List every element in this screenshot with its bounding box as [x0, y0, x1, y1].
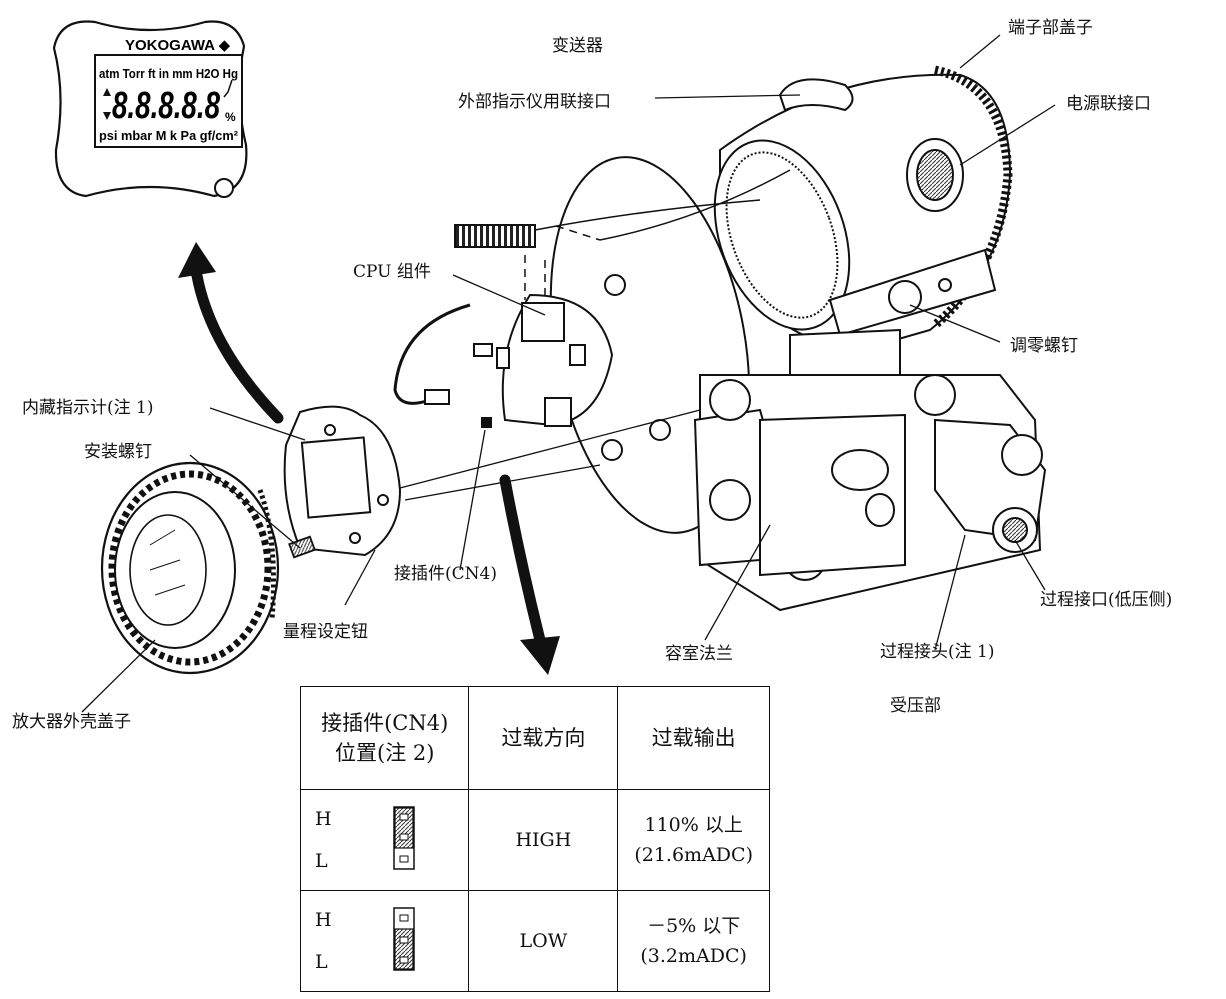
label-transmitter: 变送器 — [552, 36, 603, 56]
arrow-up-icon — [178, 242, 284, 424]
direction-cell: HIGH — [468, 789, 619, 891]
label-external-indicator-port: 外部指示仪用联接口 — [458, 92, 611, 112]
display-brand: YOKOGAWA ◆ — [125, 37, 231, 54]
lcd-arrows-icon — [103, 79, 233, 120]
leader-lines — [81, 34, 1056, 713]
label-power-port: 电源联接口 — [1066, 94, 1151, 114]
indicator-bezel-icon — [283, 405, 402, 557]
position-cell: H L — [299, 890, 470, 992]
header-direction: 过载方向 — [468, 686, 619, 790]
mounting-screw-icon — [288, 535, 316, 559]
position-l: L — [315, 850, 328, 872]
jumper-icon — [393, 907, 415, 971]
lcd-indicator-icon — [52, 20, 248, 198]
transmitter-body-icon — [549, 65, 1047, 612]
direction-cell: LOW — [468, 890, 619, 992]
table-row: H L HIGH 110% 以上 (21.6mADC) — [299, 789, 770, 891]
output-line-2: (3.2mADC) — [640, 945, 747, 967]
display-units-top: atm Torr ft in mm H2O Hg — [99, 66, 238, 81]
position-h: H — [315, 909, 332, 931]
label-builtin-indicator: 内藏指示计(注 1) — [22, 398, 154, 418]
header-output: 过载输出 — [617, 686, 770, 790]
label-process-port-low: 过程接口(低压侧) — [1040, 590, 1173, 610]
lcd-text-block: YOKOGAWA ◆ atm Torr ft in mm H2O Hg 8.8.… — [99, 37, 239, 143]
label-process-connector: 过程接头(注 1) — [880, 642, 995, 662]
output-cell: －5% 以下 (3.2mADC) — [617, 890, 770, 992]
output-line-2: (21.6mADC) — [634, 844, 753, 866]
header-position: 接插件(CN4) 位置(注 2) — [299, 686, 470, 790]
label-chamber-flange: 容室法兰 — [665, 644, 733, 664]
arrow-down-icon — [499, 474, 560, 675]
label-terminal-cover: 端子部盖子 — [1008, 18, 1093, 38]
display-units-bottom: psi mbar M k Pa gf/cm² — [99, 128, 239, 143]
label-amplifier-cover: 放大器外壳盖子 — [12, 712, 131, 732]
label-connector-cn4: 接插件(CN4) — [394, 564, 497, 584]
output-cell: 110% 以上 (21.6mADC) — [617, 789, 770, 891]
jumper-icon — [393, 806, 415, 870]
position-l: L — [315, 951, 328, 973]
label-range-button: 量程设定钮 — [283, 622, 368, 642]
label-zero-screw: 调零螺钉 — [1010, 336, 1078, 356]
output-line-1: －5% 以下 — [647, 914, 741, 937]
display-digits: 8.8.8.8.8 — [112, 85, 221, 127]
position-cell: H L — [299, 789, 470, 891]
cn4-overload-table: 接插件(CN4) 位置(注 2) 过载方向 过载输出 H L HIGH 110%… — [299, 686, 770, 992]
label-cpu-assembly: CPU 组件 — [353, 262, 431, 282]
table-row: H L LOW －5% 以下 (3.2mADC) — [299, 890, 770, 992]
display-percent: % — [225, 110, 236, 124]
label-mounting-screw: 安装螺钉 — [84, 442, 152, 462]
cable-lines — [524, 169, 791, 300]
amplifier-cover-icon — [100, 461, 280, 675]
output-line-1: 110% 以上 — [644, 813, 743, 836]
position-h: H — [315, 808, 332, 830]
cpu-board-icon — [393, 224, 614, 428]
label-pressure-section: 受压部 — [890, 696, 941, 716]
table-header-row: 接插件(CN4) 位置(注 2) 过载方向 过载输出 — [299, 686, 770, 790]
